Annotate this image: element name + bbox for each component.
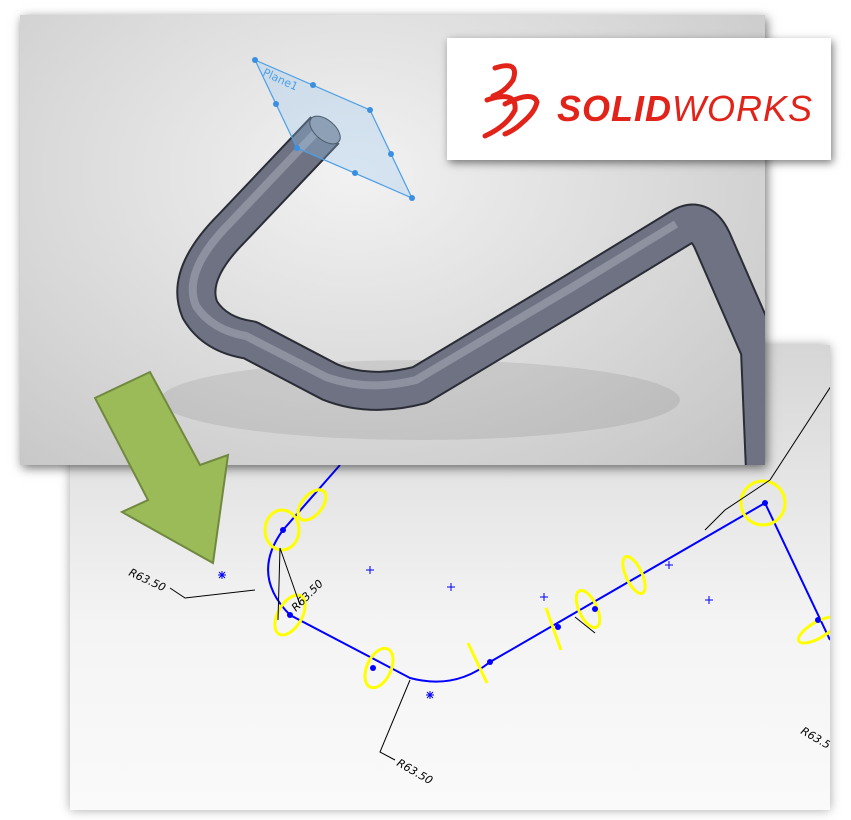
pipe-model[interactable]: Plane1 <box>20 15 765 465</box>
selection-markers <box>263 479 830 690</box>
solidworks-logo: SOLIDWORKS <box>447 38 831 160</box>
3ds-logo-icon <box>482 63 540 139</box>
logo-bold: SOLID <box>557 88 673 129</box>
sketch-canvas: R63.50 R63.50 R63.50 R63.5 <box>127 386 830 787</box>
leader-line <box>769 386 830 481</box>
logo-wordmark: SOLIDWORKS <box>557 88 813 130</box>
sketch-points <box>280 500 821 671</box>
logo-light: WORKS <box>672 88 814 129</box>
sketch-path[interactable] <box>267 464 830 683</box>
center-marks <box>218 561 713 699</box>
dimension-leaders <box>169 479 771 761</box>
